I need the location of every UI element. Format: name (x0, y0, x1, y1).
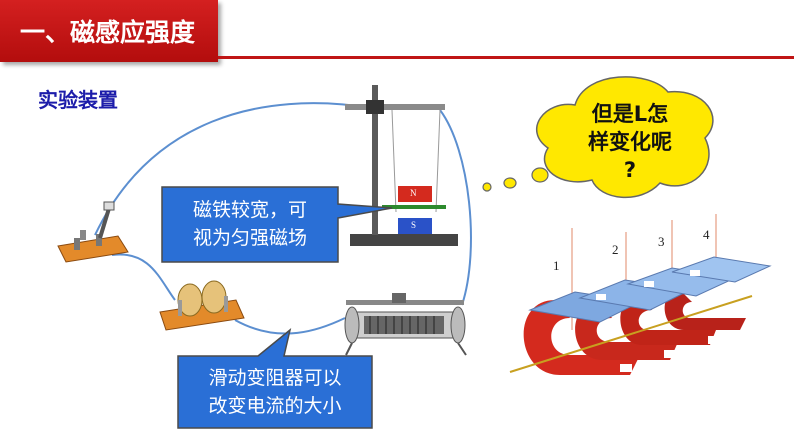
thought-line2: 样变化呢 (588, 130, 672, 154)
battery-holder (159, 280, 245, 331)
section-label: 实验装置 (38, 88, 118, 112)
thought-line1: 但是L怎 (591, 102, 669, 126)
magnet-label-1: 1 (553, 258, 560, 273)
horseshoe-magnet-array (509, 214, 772, 375)
rheostat-callout-shape (177, 328, 373, 429)
rheostat (344, 293, 467, 356)
rheostat-callout-line1: 滑动变阻器可以 (208, 367, 342, 389)
wire-stand-right (439, 109, 472, 306)
rheostat-callout-line2: 改变电流的大小 (208, 395, 342, 417)
thought-bubble (482, 76, 714, 198)
south-pole-label: S (411, 220, 417, 230)
magnet-label-3: 3 (658, 234, 665, 249)
north-pole (398, 186, 432, 202)
magnet-callout-line2: 视为匀强磁场 (192, 227, 307, 249)
thought-line3: ? (623, 158, 637, 182)
magnet-callout: 磁铁较宽，可 视为匀强磁场 (162, 196, 338, 252)
north-pole-label: N (410, 188, 417, 198)
magnet-callout-line1: 磁铁较宽，可 (192, 199, 307, 221)
page-title: 一、磁感应强度 (20, 18, 196, 47)
title-bar: 一、磁感应强度 (0, 0, 218, 62)
wire-switch-holder (111, 253, 176, 301)
wire-top (94, 102, 373, 236)
magnet-label-2: 2 (612, 242, 619, 257)
magnet-label-4: 4 (703, 227, 710, 242)
title-divider (218, 56, 794, 59)
iron-stand (345, 85, 458, 246)
rheostat-callout: 滑动变阻器可以 改变电流的大小 (178, 364, 372, 420)
knife-switch (57, 201, 129, 263)
thought-text: 但是L怎 样变化呢 ? (555, 100, 705, 184)
south-pole (398, 218, 432, 234)
magnet-callout-shape (161, 186, 393, 263)
wire-holder-rheostat (234, 317, 346, 335)
